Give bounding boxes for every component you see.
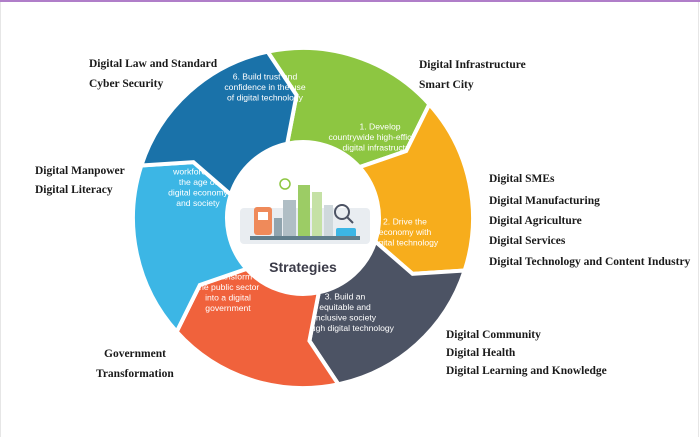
label-digital-law: Digital Law and Standard	[89, 58, 218, 70]
segment-label-line: 2. Drive the	[383, 217, 427, 227]
center-illustration: Strategies	[227, 142, 379, 294]
label-digital-infrastructure: Digital Infrastructure	[419, 59, 526, 71]
city-illustration-icon	[240, 178, 370, 244]
segment-label-line: confidence in the use	[224, 82, 305, 92]
top-border	[0, 0, 700, 2]
label-government: Government	[104, 348, 166, 360]
label-digital-smes: Digital SMEs	[489, 173, 555, 185]
segment-label-line: into a digital	[205, 292, 251, 302]
segment-label-line: equitable and	[319, 302, 371, 312]
segment-label-line: inclusive society	[314, 312, 377, 322]
segment-label-line: workforce for	[172, 167, 223, 177]
center-title: Strategies	[269, 259, 337, 275]
label-digital-community: Digital Community	[446, 329, 541, 341]
label-smart-city: Smart City	[419, 79, 474, 91]
segment-label-line: of digital technology	[227, 93, 304, 103]
segment-label-line: digital technology	[372, 238, 439, 248]
label-digital-learning: Digital Learning and Knowledge	[446, 365, 607, 377]
segment-label-line: government	[205, 303, 251, 313]
label-digital-manpower: Digital Manpower	[35, 165, 125, 177]
label-digital-technology-content: Digital Technology and Content Industry	[489, 256, 691, 268]
segment-label-line: digital economy	[168, 188, 228, 198]
label-digital-services: Digital Services	[489, 235, 566, 247]
label-digital-literacy: Digital Literacy	[35, 184, 113, 196]
label-digital-agriculture: Digital Agriculture	[489, 215, 582, 227]
segment-label-line: and society	[176, 198, 220, 208]
segment-label-line: digital infrastructure	[343, 143, 418, 153]
segment-label-line: economy with	[379, 227, 432, 237]
segment-label-line: 6. Build trust and	[233, 72, 298, 82]
segment-label-line: countrywide high-efficiency	[328, 132, 432, 142]
segment-label-line: the age of	[179, 177, 218, 187]
label-transformation: Transformation	[96, 368, 174, 380]
label-digital-health: Digital Health	[446, 347, 516, 359]
segment-label-line: 1. Develop	[359, 122, 400, 132]
label-cyber-security: Cyber Security	[89, 78, 164, 90]
label-digital-manufacturing: Digital Manufacturing	[489, 195, 600, 207]
segment-label-line: the public sector	[197, 282, 260, 292]
segment-label-line: through digital technology	[296, 323, 395, 333]
segment-label-line: 3. Build an	[325, 291, 366, 301]
